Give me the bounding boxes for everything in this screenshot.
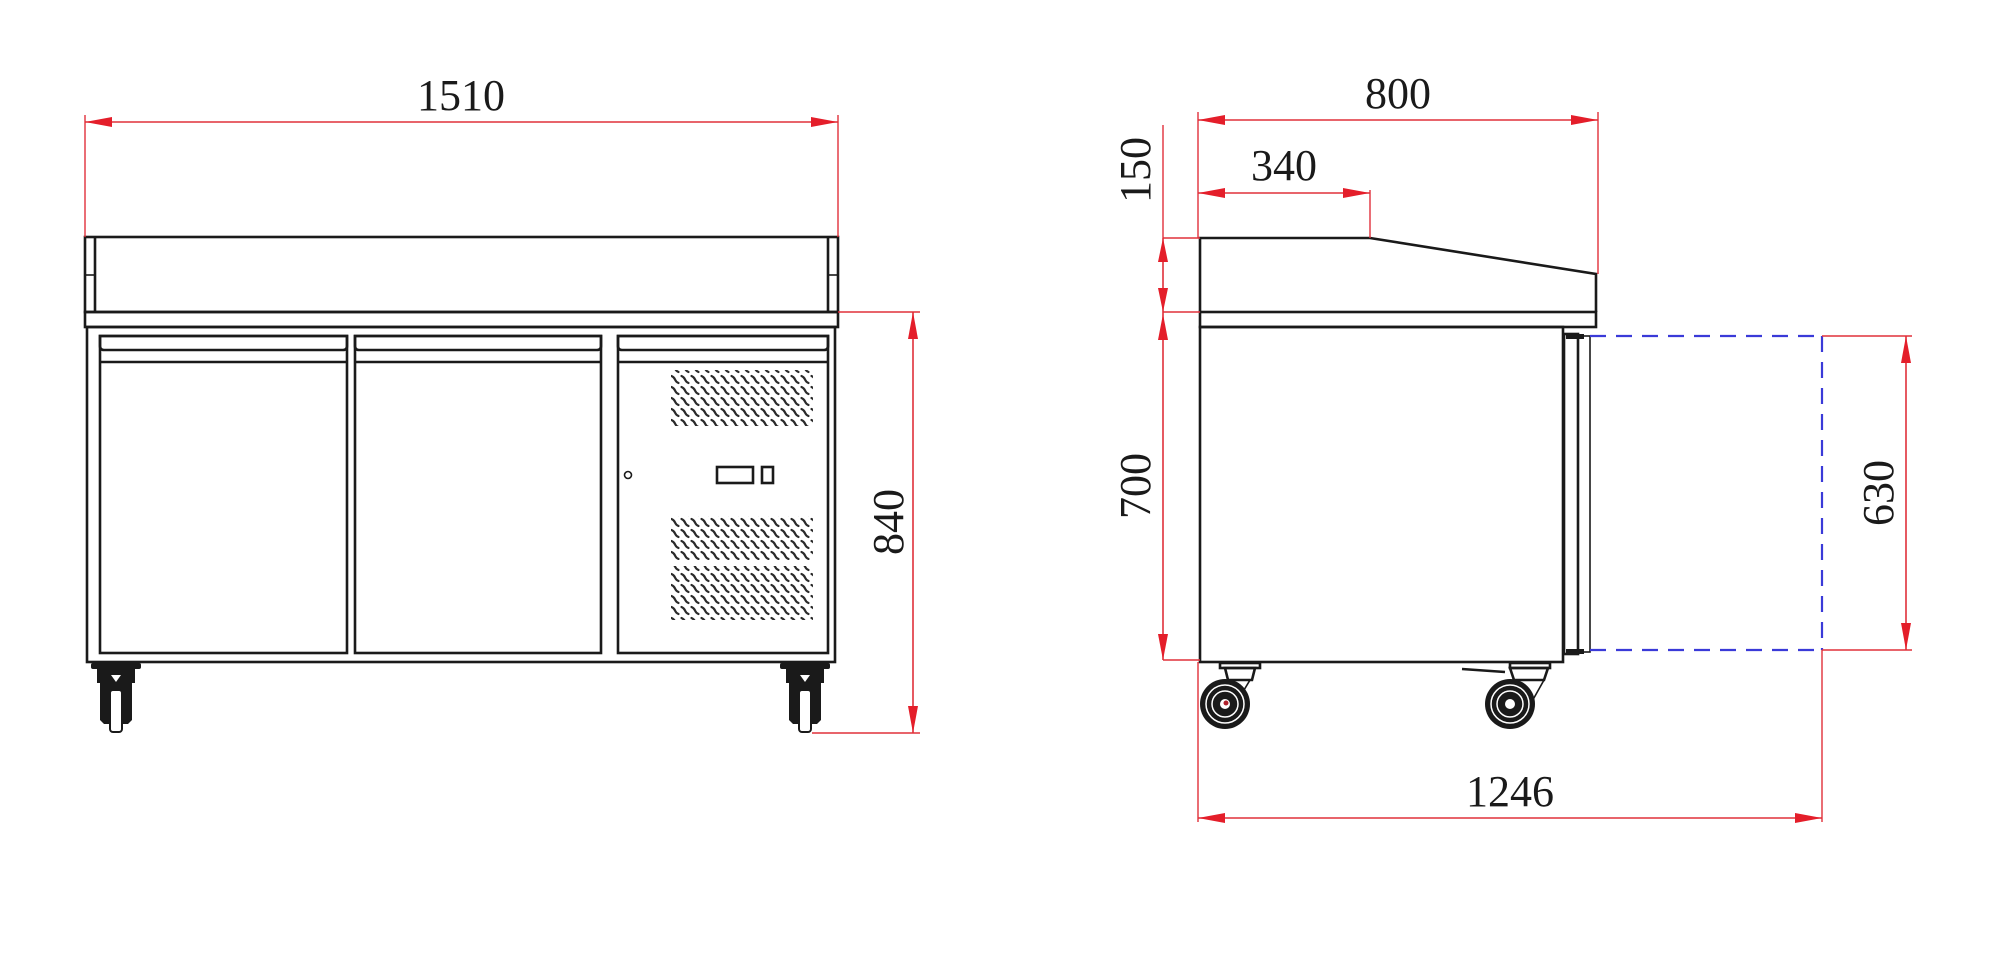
side-view: 800 340 150 700	[1111, 69, 1912, 823]
dimension-depth-door-open: 1246	[1197, 650, 1823, 823]
dimension-overall-width: 1510	[84, 71, 839, 237]
dimension-door-height: 630	[1822, 335, 1912, 651]
dimension-body-height: 700	[1111, 312, 1200, 661]
side-cabinet-body	[1198, 325, 1565, 664]
dimension-label-1510: 1510	[417, 71, 505, 120]
front-caster-left	[91, 663, 141, 733]
front-door-2	[353, 334, 603, 655]
front-door-1	[98, 334, 349, 655]
front-countertop	[83, 310, 840, 329]
dimension-label-630: 630	[1854, 460, 1903, 526]
dimension-label-340: 340	[1251, 141, 1317, 190]
vent-louver-lower-1	[671, 516, 813, 560]
side-countertop	[1198, 310, 1598, 329]
front-cabinet-body	[85, 325, 837, 664]
door-swing-outline	[1590, 334, 1824, 652]
side-upper-sloped-guard	[1198, 236, 1598, 312]
side-caster-left	[1200, 661, 1262, 729]
front-upper-guard	[83, 235, 840, 314]
dimension-label-150: 150	[1111, 137, 1160, 203]
front-caster-right	[780, 663, 830, 733]
lock-icon	[623, 470, 633, 480]
front-compressor-panel	[616, 334, 830, 655]
dimension-label-800: 800	[1365, 69, 1431, 118]
vent-louver-lower-2	[671, 566, 813, 620]
side-caster-right	[1461, 661, 1552, 729]
dimension-overall-depth: 800	[1197, 69, 1599, 274]
dimension-label-840: 840	[864, 489, 913, 555]
dimension-top-flat-depth: 340	[1198, 141, 1371, 238]
control-display	[715, 465, 755, 485]
power-switch	[760, 465, 775, 485]
dimension-label-700: 700	[1111, 453, 1160, 519]
dimension-label-1246: 1246	[1466, 767, 1554, 816]
side-door-profile	[1562, 332, 1591, 656]
front-view: 1510 840	[83, 71, 920, 734]
dimension-upper-height: 150	[1111, 125, 1200, 313]
vent-louver-upper	[671, 370, 813, 426]
dimension-overall-height: 840	[812, 311, 920, 734]
